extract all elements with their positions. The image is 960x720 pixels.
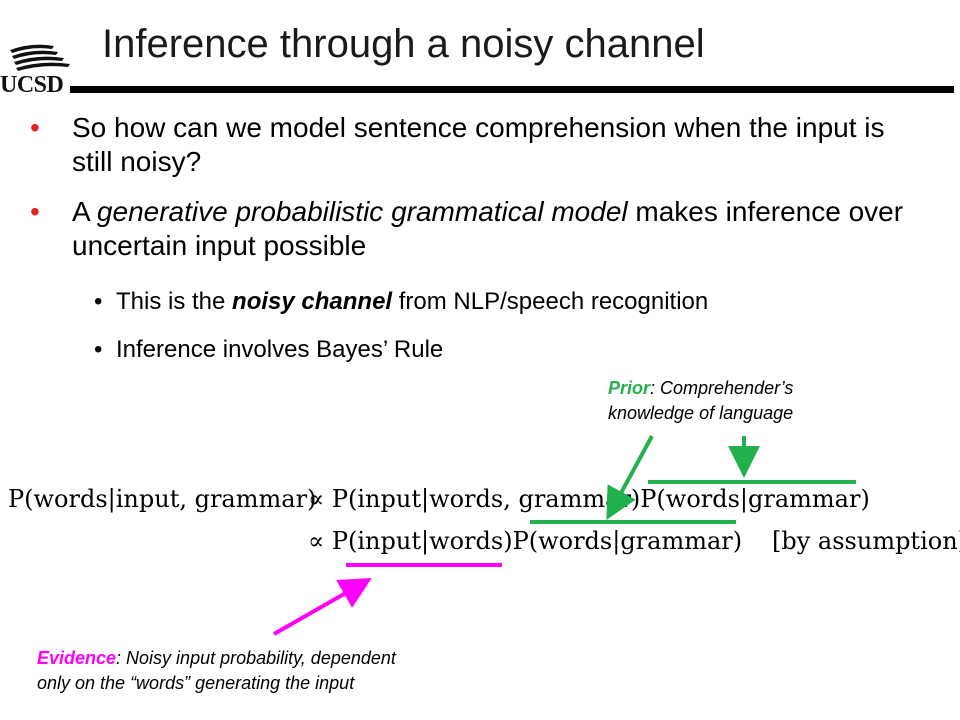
sub-bullet-dot: • <box>94 288 103 315</box>
equation-note: [by assumption] <box>772 527 960 555</box>
evidence-label: Evidence <box>37 648 117 668</box>
bullet-dot: • <box>30 112 40 143</box>
equation-line-2: ∝ P(input|words)P(words|grammar) <box>308 527 743 555</box>
equation-line-1: ∝ P(input|words, grammar)P(words|grammar… <box>308 485 870 513</box>
sub-bullet-1-emphasis: noisy channel <box>232 288 393 315</box>
sub-bullet-2: • Inference involves Bayes’ Rule <box>94 335 444 365</box>
evidence-text-line2: only on the “words” generating the input <box>37 673 355 693</box>
prior-arrow-diagonal <box>606 435 654 521</box>
bullet-2-prefix: A <box>72 196 97 227</box>
equation-lhs: P(words|input, grammar) <box>8 485 317 513</box>
sub-bullet-2-text: Inference involves Bayes’ Rule <box>116 336 444 363</box>
sub-bullet-dot: • <box>94 336 103 363</box>
prior-text: : Comprehender’s <box>650 378 794 398</box>
prior-annotation: Prior: Comprehender’s knowledge of langu… <box>608 376 793 426</box>
evidence-annotation: Evidence: Noisy input probability, depen… <box>37 646 396 696</box>
bullet-dot: • <box>30 196 40 227</box>
bullet-1: • So how can we model sentence comprehen… <box>30 111 922 179</box>
title-rule <box>70 86 954 93</box>
evidence-text: : Noisy input probability, dependent <box>116 648 396 668</box>
slide-title: Inference through a noisy channel <box>102 22 705 66</box>
bullet-2-suffix: makes inference over uncertain input pos… <box>72 196 904 261</box>
sub-bullet-1-prefix: This is the <box>116 288 233 315</box>
ucsd-trident-icon <box>10 44 70 71</box>
sub-bullet-1-suffix: from NLP/speech recognition <box>392 288 709 315</box>
prior-text-line2: knowledge of language <box>608 403 794 423</box>
sub-bullet-1: • This is the noisy channel from NLP/spe… <box>94 287 709 317</box>
prior-label: Prior <box>608 378 651 398</box>
logo-text: UCSD <box>0 72 64 98</box>
evidence-arrow <box>273 578 372 636</box>
bullet-2: • A generative probabilistic grammatical… <box>30 195 922 263</box>
ucsd-logo <box>2 40 82 102</box>
bullet-2-emphasis: generative probabilistic grammatical mod… <box>96 196 628 227</box>
bullet-1-text: So how can we model sentence comprehensi… <box>72 112 885 177</box>
